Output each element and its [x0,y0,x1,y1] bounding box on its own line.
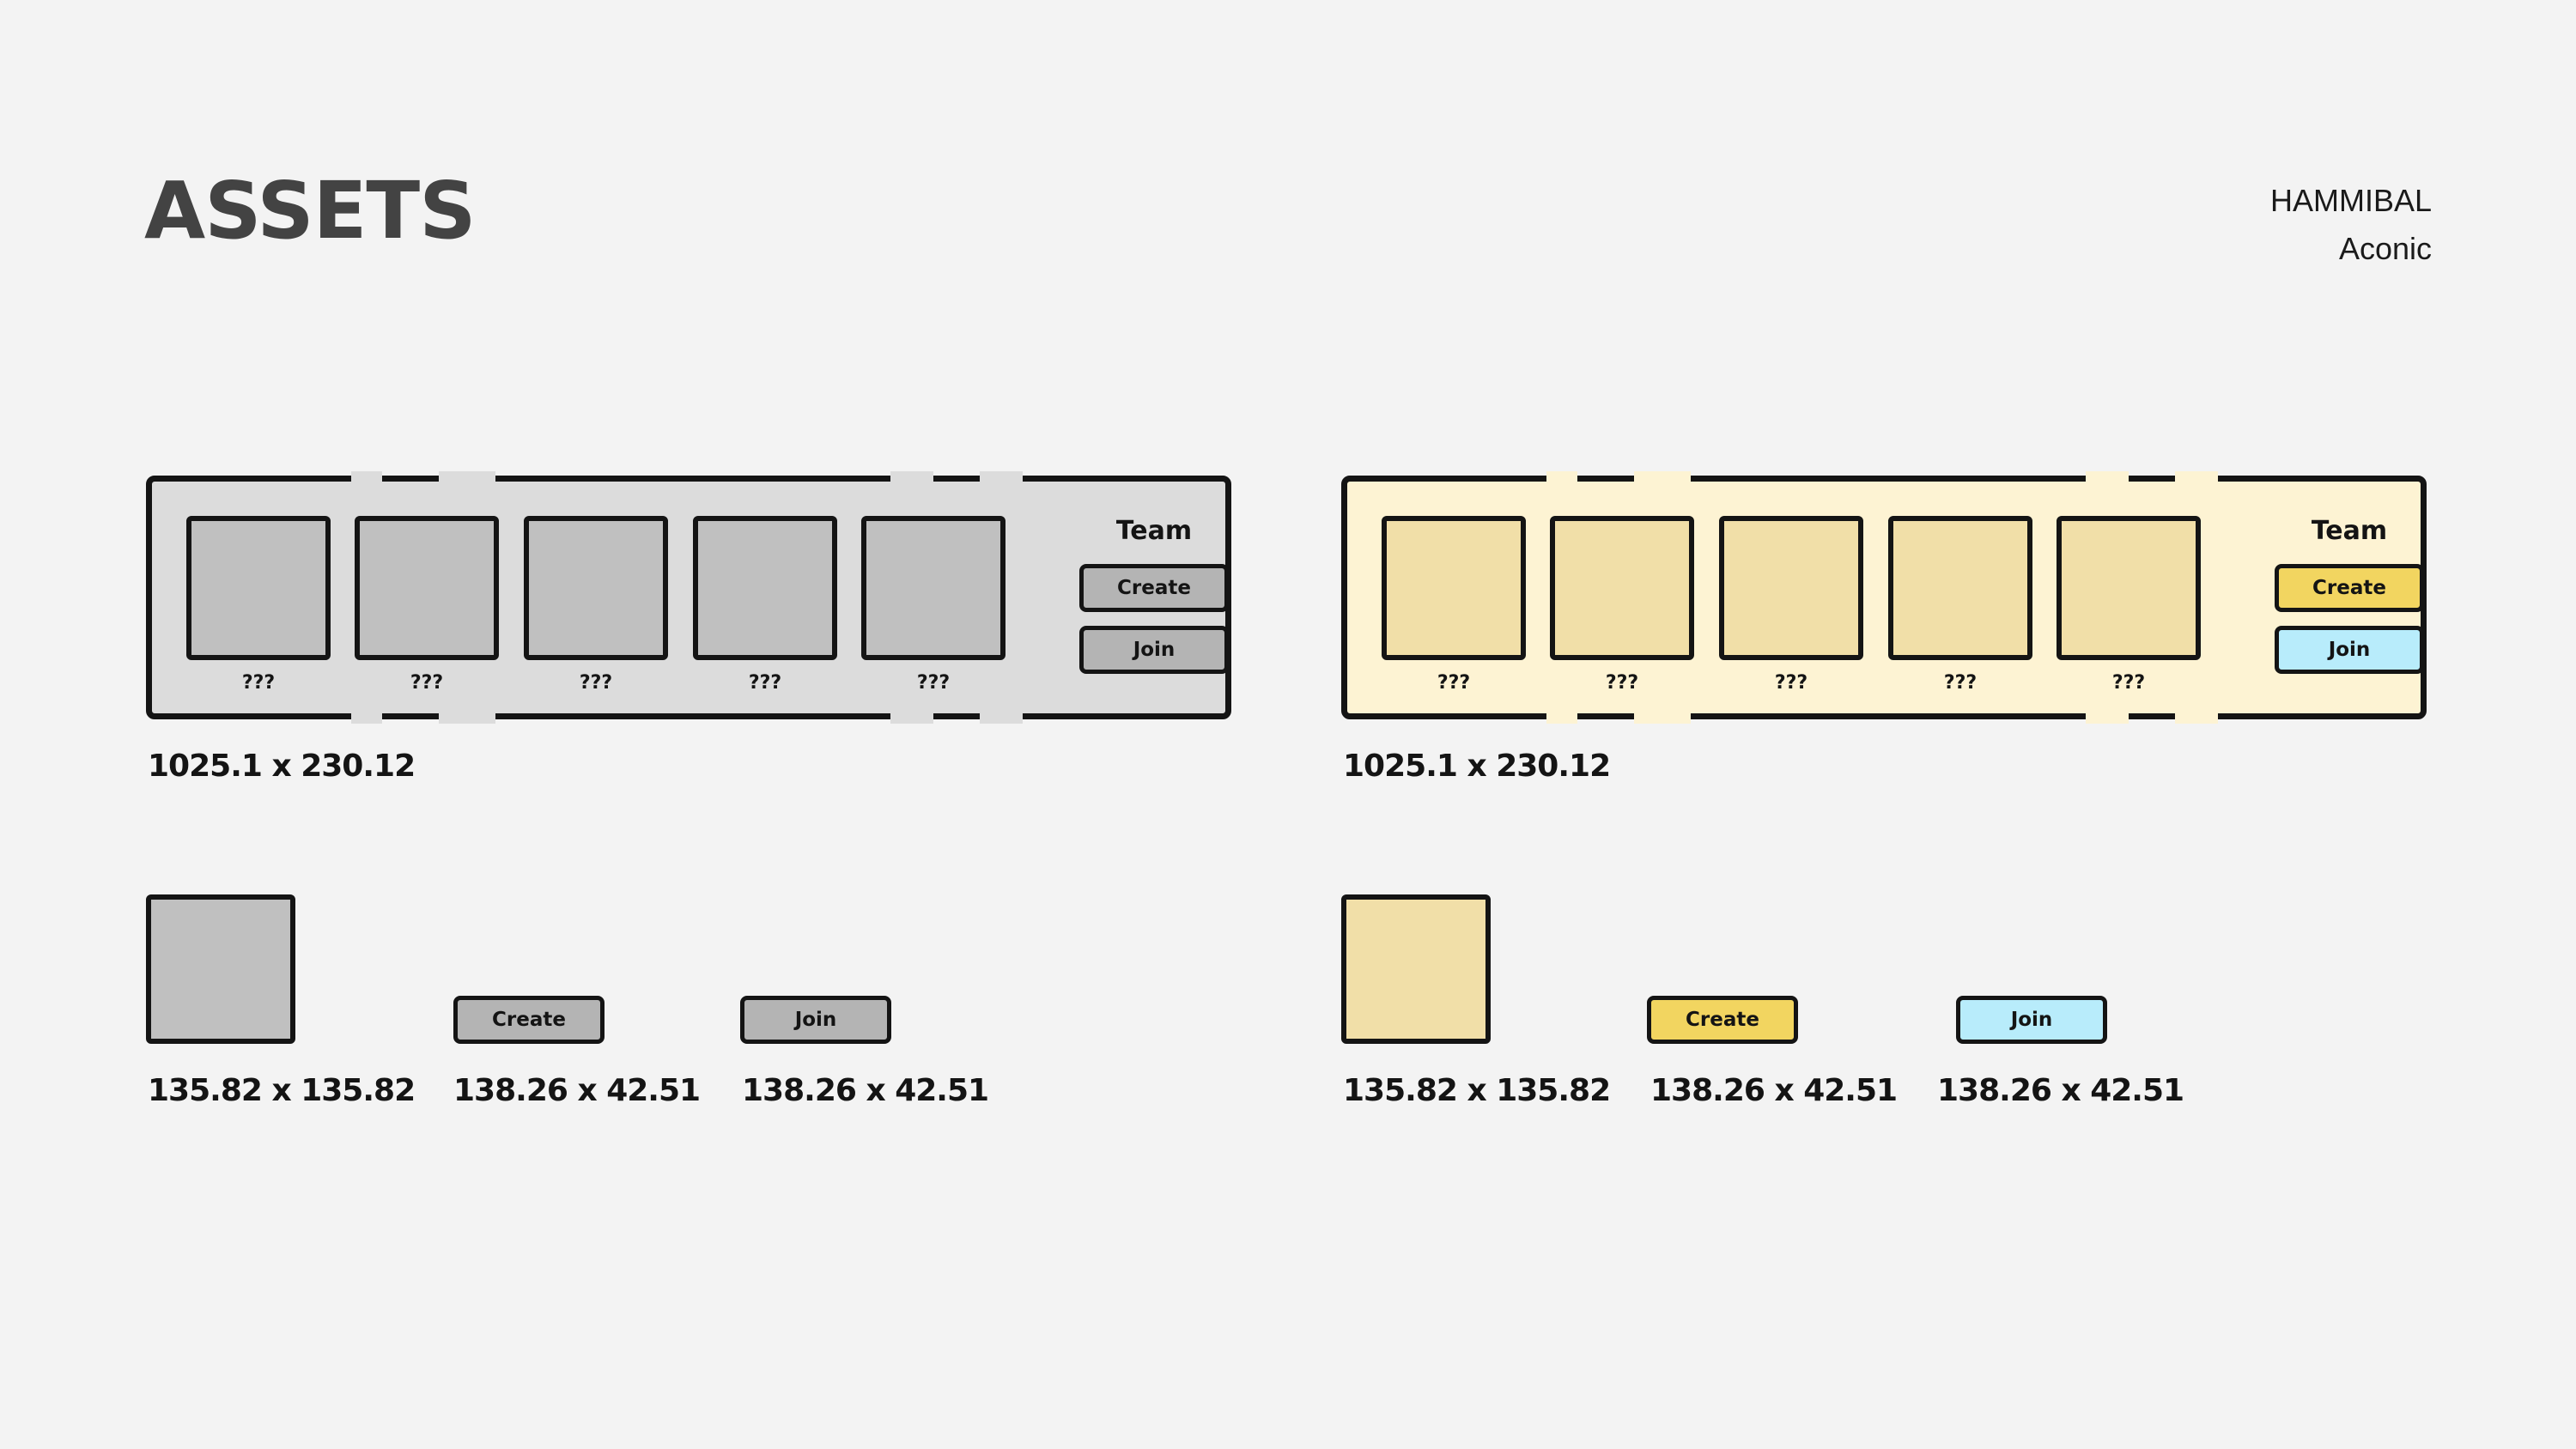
asset-square-gray [146,894,295,1044]
slot-label: ??? [748,672,782,694]
avatar-slot [1550,516,1694,660]
slot-label: ??? [241,672,276,694]
size-caption: 135.82 x 135.82 [1343,1073,1611,1108]
slot-label: ??? [1943,672,1978,694]
team-panel-gray: ??? ??? ??? ??? ??? Team Create Join [146,471,1231,724]
dash-gap [439,708,495,724]
slot-label: ??? [410,672,444,694]
dash-gap [1546,708,1577,724]
avatar-slot [861,516,1005,660]
dash-gap [1634,471,1691,487]
dash-gap [2086,708,2129,724]
size-caption: 138.26 x 42.51 [453,1073,701,1108]
brand-subtitle: Aconic [2338,231,2432,266]
page-title: ASSETS [144,165,476,257]
avatar-slot [186,516,331,660]
join-button[interactable]: Join [2275,626,2424,674]
slot-label: ??? [579,672,613,694]
create-button[interactable]: Create [2275,564,2424,612]
avatar-slot [1382,516,1526,660]
size-caption: 138.26 x 42.51 [1937,1073,2184,1108]
avatar-slot [524,516,668,660]
avatar-slot [693,516,837,660]
dash-gap [890,708,933,724]
size-caption: 138.26 x 42.51 [1650,1073,1898,1108]
asset-create-button-yellow[interactable]: Create [1647,996,1798,1044]
dash-gap [351,708,382,724]
dash-gap [890,471,933,487]
avatar-slot [1719,516,1863,660]
slot-label: ??? [1437,672,1471,694]
slot-label: ??? [916,672,951,694]
asset-join-button-blue[interactable]: Join [1956,996,2107,1044]
dash-gap [439,471,495,487]
avatar-slot [2057,516,2201,660]
dash-gap [1634,708,1691,724]
dash-gap [2086,471,2129,487]
brand-name: HAMMIBAL [2269,183,2432,218]
slot-label: ??? [2111,672,2146,694]
size-caption: 138.26 x 42.51 [742,1073,989,1108]
asset-square-yellow [1341,894,1491,1044]
size-caption: 1025.1 x 230.12 [148,749,416,784]
slot-label: ??? [1605,672,1639,694]
asset-join-button-gray[interactable]: Join [740,996,891,1044]
avatar-slot [355,516,499,660]
dash-gap [980,708,1023,724]
join-button[interactable]: Join [1079,626,1229,674]
dash-gap [1546,471,1577,487]
dash-gap [2175,471,2218,487]
create-button[interactable]: Create [1079,564,1229,612]
size-caption: 1025.1 x 230.12 [1343,749,1611,784]
avatar-slot [1888,516,2032,660]
team-label: Team [1115,516,1193,546]
size-caption: 135.82 x 135.82 [148,1073,416,1108]
asset-create-button-gray[interactable]: Create [453,996,605,1044]
dash-gap [351,471,382,487]
dash-gap [2175,708,2218,724]
brand-block: HAMMIBAL Aconic [2270,177,2432,273]
dash-gap [980,471,1023,487]
slot-label: ??? [1774,672,1808,694]
team-label: Team [2311,516,2388,546]
team-panel-yellow: ??? ??? ??? ??? ??? Team Create Join [1341,471,2427,724]
